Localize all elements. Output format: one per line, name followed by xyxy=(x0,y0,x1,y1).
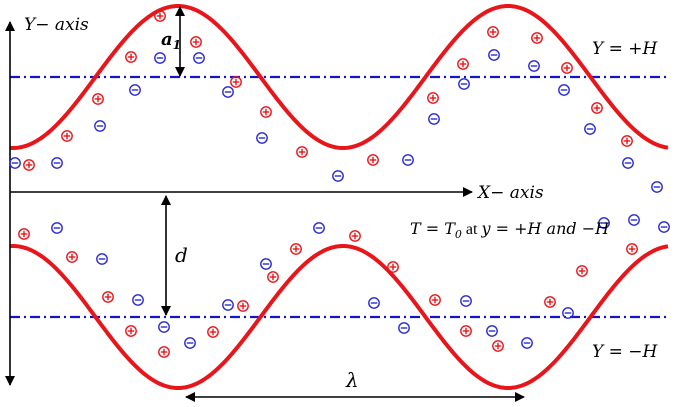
x-axis-label: X− axis xyxy=(476,183,544,203)
positive-charge-icon xyxy=(367,154,379,166)
positive-charge-icon xyxy=(621,135,633,147)
positive-charge-icon xyxy=(92,93,104,105)
positive-charge-icon xyxy=(561,62,573,74)
negative-charge-icon xyxy=(94,120,106,132)
wavelength-label: λ xyxy=(345,368,359,392)
negative-charge-icon xyxy=(158,321,170,333)
negative-charge-icon xyxy=(584,123,596,135)
negative-charge-icon xyxy=(651,181,663,193)
negative-charge-icon xyxy=(488,49,500,61)
positive-charge-icon xyxy=(190,36,202,48)
positive-charge-icon xyxy=(457,58,469,70)
positive-charge-icon xyxy=(260,106,272,118)
lower-wall-label: Y = −H xyxy=(592,342,659,362)
negative-charge-icon xyxy=(96,253,108,265)
negative-charge-icon xyxy=(521,337,533,349)
positive-charge-icon xyxy=(429,294,441,306)
positive-charge-icon xyxy=(102,291,114,303)
negative-charge-icon xyxy=(332,170,344,182)
positive-charge-icon xyxy=(237,300,249,312)
negative-charge-icon xyxy=(658,221,670,233)
upper-wall-label: Y = +H xyxy=(592,39,659,59)
positive-charge-icon xyxy=(66,251,78,263)
positive-charge-icon xyxy=(349,230,361,242)
negative-charge-icon xyxy=(398,322,410,334)
negative-charge-icon xyxy=(562,307,574,319)
positive-charge-icon xyxy=(531,32,543,44)
positive-charge-icon xyxy=(460,325,472,337)
positive-charge-icon xyxy=(427,92,439,104)
negative-charge-icon xyxy=(184,337,196,349)
y-axis-label: Y− axis xyxy=(24,15,89,35)
negative-charge-icon xyxy=(558,84,570,96)
negative-charge-icon xyxy=(260,258,272,270)
negative-charge-icon xyxy=(402,154,414,166)
negative-charge-icon xyxy=(222,86,234,98)
negative-charge-icon xyxy=(458,78,470,90)
charge-markers xyxy=(9,10,670,358)
negative-charge-icon xyxy=(368,297,380,309)
negative-charge-icon xyxy=(528,60,540,72)
negative-charge-icon xyxy=(486,325,498,337)
positive-charge-icon xyxy=(576,265,588,277)
positive-charge-icon xyxy=(296,146,308,158)
positive-charge-icon xyxy=(61,130,73,142)
positive-charge-icon xyxy=(492,340,504,352)
positive-charge-icon xyxy=(591,102,603,114)
negative-charge-icon xyxy=(313,222,325,234)
negative-charge-icon xyxy=(256,132,268,144)
positive-charge-icon xyxy=(23,159,35,171)
positive-charge-icon xyxy=(626,243,638,255)
negative-charge-icon xyxy=(132,294,144,306)
lower-wall-curve xyxy=(9,244,669,391)
negative-charge-icon xyxy=(129,84,141,96)
positive-charge-icon xyxy=(267,271,279,283)
positive-charge-icon xyxy=(230,76,242,88)
positive-charge-icon xyxy=(125,51,137,63)
positive-charge-icon xyxy=(125,325,137,337)
positive-charge-icon xyxy=(158,346,170,358)
negative-charge-icon xyxy=(9,157,21,169)
positive-charge-icon xyxy=(387,261,399,273)
negative-charge-icon xyxy=(222,299,234,311)
amplitude-label: a1 xyxy=(161,29,181,52)
gap-label: d xyxy=(175,243,188,267)
boundary-condition-label: T = T0 at y = +H and −H xyxy=(410,219,610,241)
positive-charge-icon xyxy=(290,243,302,255)
negative-charge-icon xyxy=(460,295,472,307)
negative-charge-icon xyxy=(51,222,63,234)
negative-charge-icon xyxy=(154,52,166,64)
positive-charge-icon xyxy=(207,326,219,338)
positive-charge-icon xyxy=(154,10,166,22)
positive-charge-icon xyxy=(544,296,556,308)
negative-charge-icon xyxy=(428,113,440,125)
positive-charge-icon xyxy=(18,228,30,240)
negative-charge-icon xyxy=(628,214,640,226)
negative-charge-icon xyxy=(193,52,205,64)
negative-charge-icon xyxy=(51,157,63,169)
negative-charge-icon xyxy=(622,157,634,169)
upper-wall-curve xyxy=(9,3,669,150)
positive-charge-icon xyxy=(487,26,499,38)
negative-charge-icon xyxy=(598,217,610,229)
